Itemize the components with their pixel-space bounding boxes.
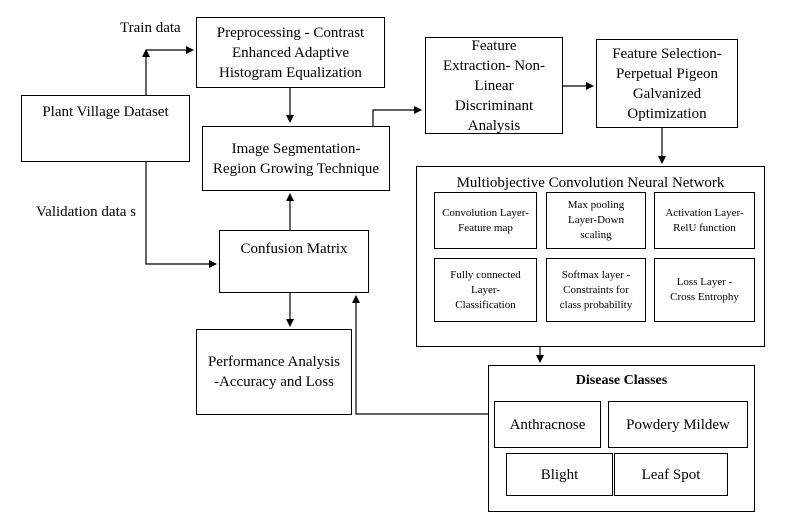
cnn-layer-label: Fully connected Layer- Classification — [450, 268, 521, 311]
arrow-validation-to-confusion — [145, 162, 217, 268]
disease-class-label: Blight — [540, 466, 579, 483]
disease-class-label: Powdery Mildew — [626, 416, 730, 433]
cnn-layer-activation: Activation Layer-RelU function — [654, 192, 755, 249]
confusion-matrix-label: Confusion Matrix — [240, 241, 348, 257]
feature-selection-box: Feature Selection- Perpetual Pigeon Galv… — [596, 39, 738, 128]
feature-extraction-box: Feature Extraction- Non-Linear Discrimin… — [425, 37, 563, 134]
disease-class-item: Blight — [506, 453, 613, 496]
cnn-layer-softmax: Softmax layer - Constraints for class pr… — [546, 258, 646, 322]
cnn-layer-fully-connected: Fully connected Layer- Classification — [434, 258, 537, 322]
cnn-layer-convolution: Convolution Layer-Feature map — [434, 192, 537, 249]
disease-title: Disease Classes — [575, 373, 668, 388]
feature-selection-label: Feature Selection- Perpetual Pigeon Galv… — [612, 45, 722, 122]
disease-class-item: Leaf Spot — [614, 453, 728, 496]
dataset-box: Plant Village Dataset — [21, 95, 190, 162]
performance-box: Performance Analysis -Accuracy and Loss — [196, 329, 352, 415]
cnn-title: Multiobjective Convolution Neural Networ… — [456, 175, 725, 191]
cnn-layer-label: Activation Layer-RelU function — [665, 206, 744, 234]
cnn-layer-label: Max pooling Layer-Down scaling — [567, 199, 625, 241]
disease-class-label: Anthracnose — [509, 416, 586, 433]
cnn-layer-label: Softmax layer - Constraints for class pr… — [559, 268, 633, 311]
cnn-layer-loss: Loss Layer - Cross Entrophy — [654, 258, 755, 322]
disease-class-item: Anthracnose — [494, 401, 601, 448]
cnn-layer-label: Convolution Layer-Feature map — [442, 206, 529, 234]
preprocessing-label: Preprocessing - Contrast Enhanced Adapti… — [216, 24, 365, 81]
segmentation-box: Image Segmentation- Region Growing Techn… — [202, 126, 390, 191]
confusion-matrix-box: Confusion Matrix — [219, 230, 369, 293]
disease-class-label: Leaf Spot — [641, 466, 701, 483]
segmentation-label: Image Segmentation- Region Growing Techn… — [212, 140, 380, 177]
dataset-label: Plant Village Dataset — [42, 104, 169, 120]
validation-data-label: Validation data s — [36, 204, 136, 220]
disease-class-item: Powdery Mildew — [608, 401, 748, 448]
cnn-layer-label: Loss Layer - Cross Entrophy — [670, 276, 739, 303]
arrow-disease-to-confusion — [352, 295, 488, 415]
performance-label: Performance Analysis -Accuracy and Loss — [207, 354, 341, 390]
feature-extraction-label: Feature Extraction- Non-Linear Discrimin… — [442, 37, 546, 134]
train-data-label: Train data — [120, 20, 181, 36]
arrow-segmentation-to-extraction — [372, 106, 422, 126]
cnn-layer-max-pooling: Max pooling Layer-Down scaling — [546, 192, 646, 249]
preprocessing-box: Preprocessing - Contrast Enhanced Adapti… — [196, 17, 385, 88]
